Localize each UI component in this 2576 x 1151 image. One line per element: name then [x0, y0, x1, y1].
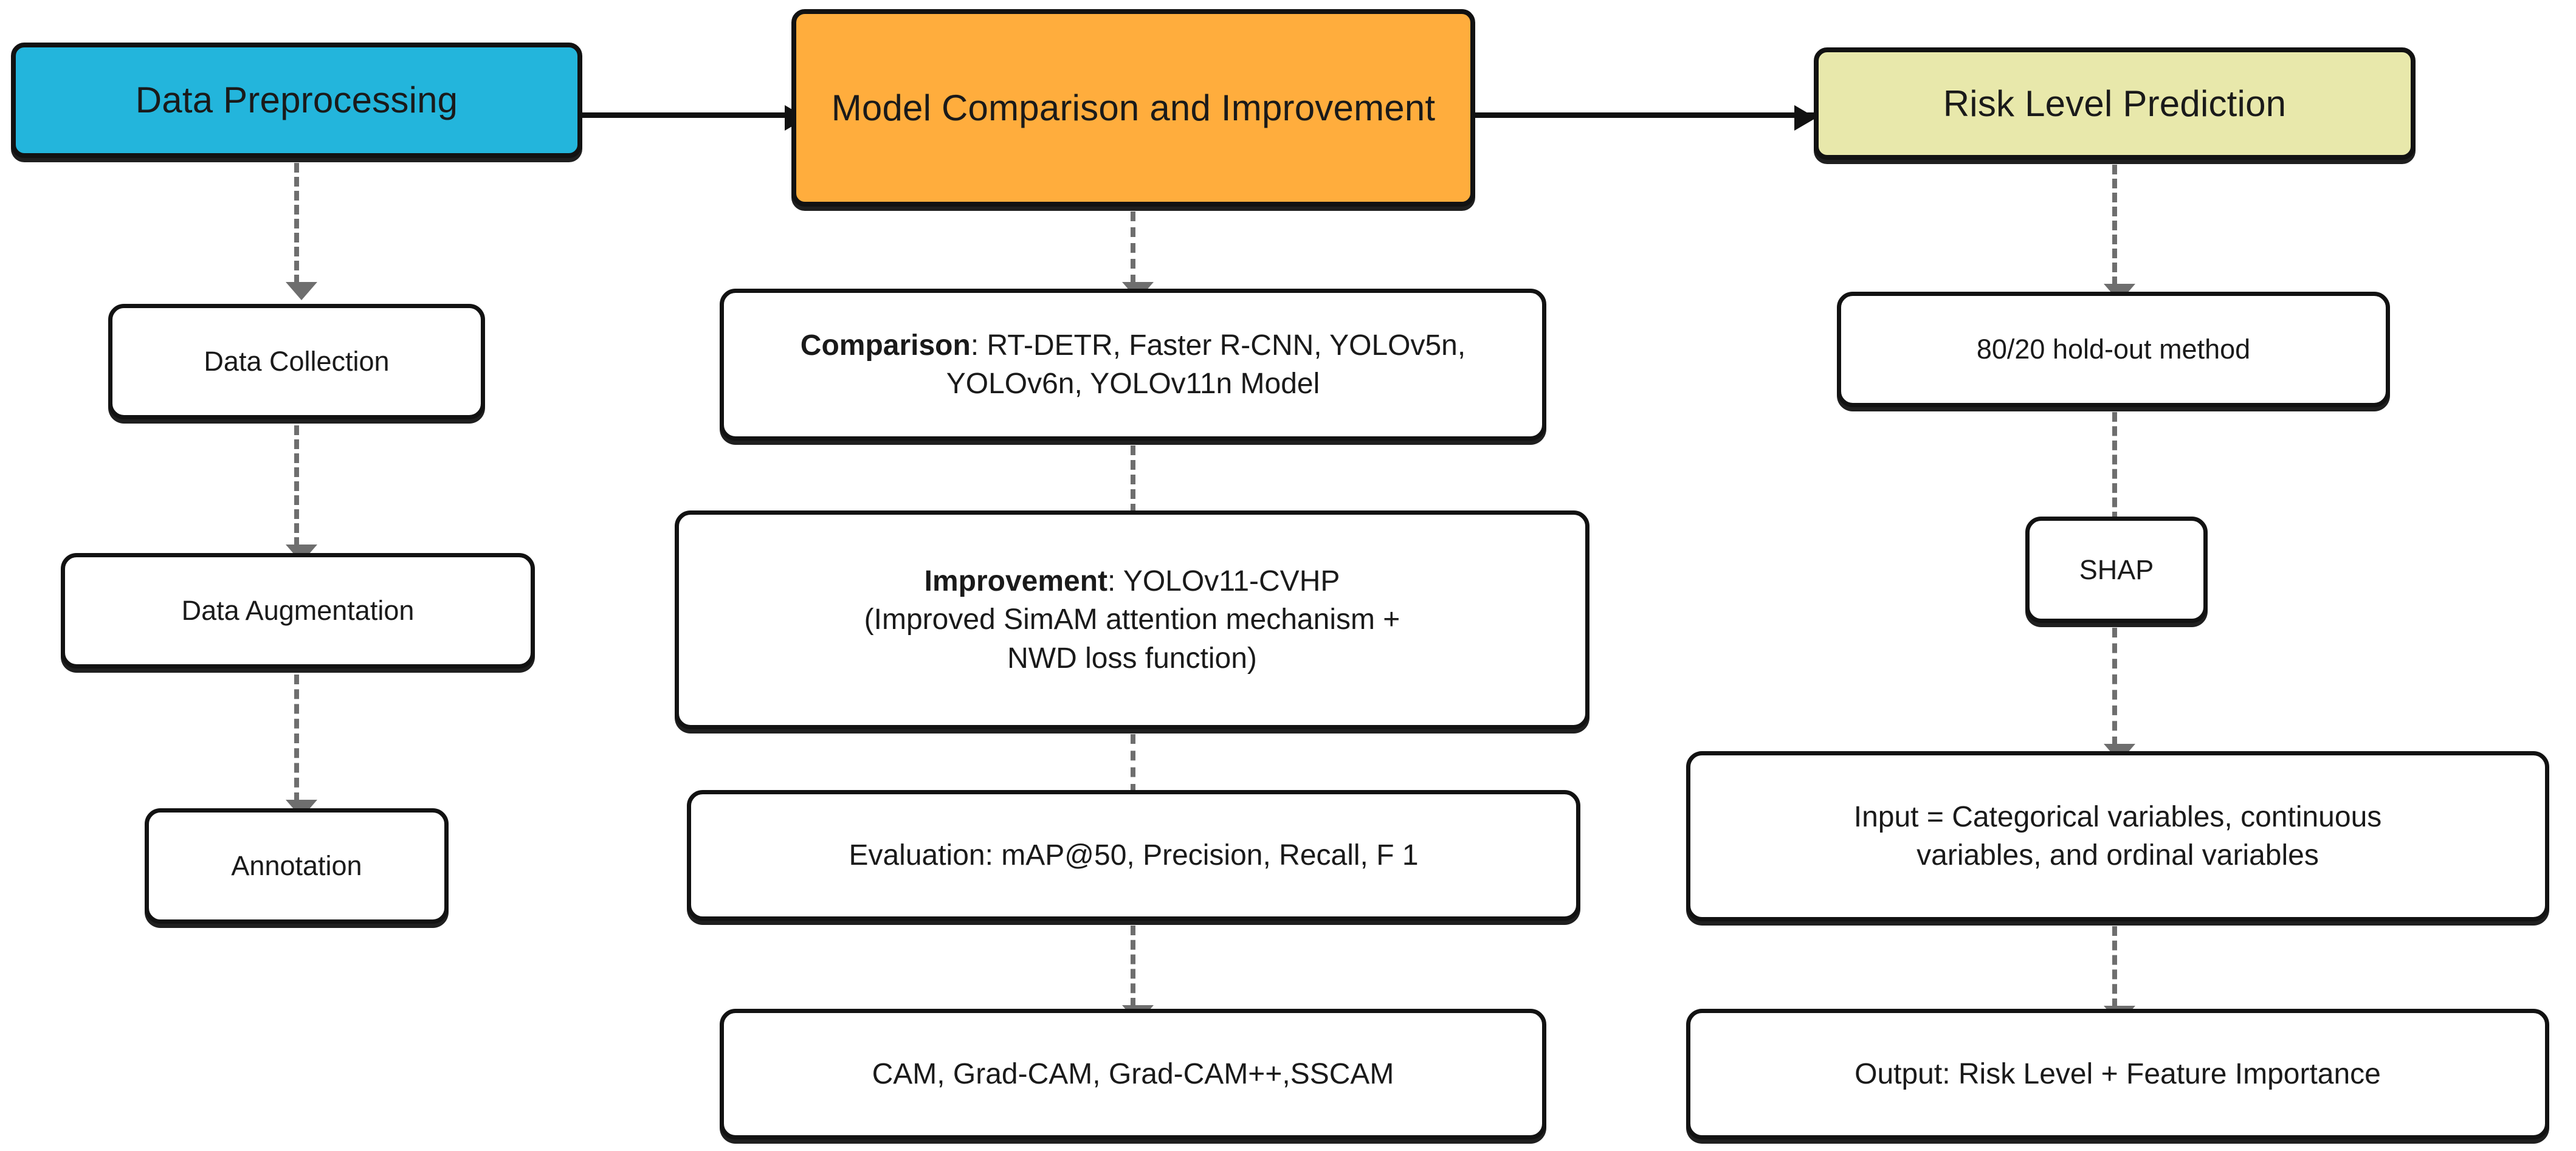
connector-collection-to-augmentation	[286, 425, 317, 563]
step-node-improvement[interactable]: Improvement: YOLOv11-CVHP (Improved SimA…	[675, 510, 1589, 729]
step-label-improvement-rest: : YOLOv11-CVHP (Improved SimAM attention…	[864, 565, 1400, 675]
step-label-comparison: Comparison: RT-DETR, Faster R-CNN, YOLOv…	[737, 326, 1529, 404]
step-node-holdout-method[interactable]: 80/20 hold-out method	[1837, 292, 2390, 407]
step-label-comparison-bold: Comparison	[800, 329, 971, 362]
connector-preprocessing-to-collection	[286, 163, 317, 300]
stage-node-data-preprocessing[interactable]: Data Preprocessing	[11, 43, 582, 158]
connector-risk-prediction-to-holdout	[2104, 165, 2135, 302]
connector-model-comparison-to-risk-prediction	[1475, 105, 1816, 131]
step-node-annotation[interactable]: Annotation	[145, 808, 449, 924]
stage-node-risk-prediction[interactable]: Risk Level Prediction	[1814, 47, 2416, 160]
step-node-evaluation[interactable]: Evaluation: mAP@50, Precision, Recall, F…	[687, 790, 1580, 921]
connector-model-comparison-to-comparison	[1122, 211, 1154, 300]
stage-node-model-comparison[interactable]: Model Comparison and Improvement	[791, 9, 1475, 207]
connector-shap-to-input	[2104, 628, 2135, 762]
step-node-model-input[interactable]: Input = Categorical variables, continuou…	[1686, 751, 2549, 921]
step-label-data-augmentation: Data Augmentation	[181, 595, 415, 627]
step-node-model-output[interactable]: Output: Risk Level + Feature Importance	[1686, 1009, 2549, 1139]
connector-evaluation-to-cam	[1122, 926, 1154, 1023]
step-label-annotation: Annotation	[231, 850, 362, 882]
stage-label-model-comparison: Model Comparison and Improvement	[831, 87, 1436, 128]
step-label-shap: SHAP	[2079, 554, 2154, 585]
step-label-improvement-bold: Improvement	[924, 565, 1108, 597]
step-node-cam-methods[interactable]: CAM, Grad-CAM, Grad-CAM++,SSCAM	[720, 1009, 1546, 1139]
connector-preprocessing-to-model-comparison	[582, 105, 807, 131]
step-node-comparison[interactable]: Comparison: RT-DETR, Faster R-CNN, YOLOv…	[720, 289, 1546, 441]
connector-improvement-to-evaluation	[1122, 734, 1154, 809]
step-node-data-collection[interactable]: Data Collection	[108, 304, 485, 419]
step-node-shap[interactable]: SHAP	[2025, 517, 2208, 623]
step-label-model-input: Input = Categorical variables, continuou…	[1853, 800, 2382, 871]
connector-augmentation-to-annotation	[286, 675, 317, 818]
connector-holdout-to-shap	[2104, 412, 2135, 537]
step-label-comparison-rest: : RT-DETR, Faster R-CNN, YOLOv5n, YOLOv6…	[946, 329, 1466, 400]
step-label-holdout-method: 80/20 hold-out method	[1976, 334, 2251, 365]
step-label-evaluation: Evaluation: mAP@50, Precision, Recall, F…	[849, 839, 1419, 871]
connector-comparison-to-improvement	[1122, 445, 1154, 529]
stage-label-data-preprocessing: Data Preprocessing	[135, 80, 458, 121]
step-label-model-output: Output: Risk Level + Feature Importance	[1855, 1057, 2381, 1090]
step-label-cam-methods: CAM, Grad-CAM, Grad-CAM++,SSCAM	[872, 1057, 1394, 1090]
step-node-data-augmentation[interactable]: Data Augmentation	[61, 553, 535, 668]
connector-input-to-output	[2104, 926, 2135, 1024]
stage-label-risk-prediction: Risk Level Prediction	[1943, 83, 2287, 124]
step-label-data-collection: Data Collection	[204, 346, 390, 377]
step-label-improvement: Improvement: YOLOv11-CVHP (Improved SimA…	[692, 562, 1572, 678]
